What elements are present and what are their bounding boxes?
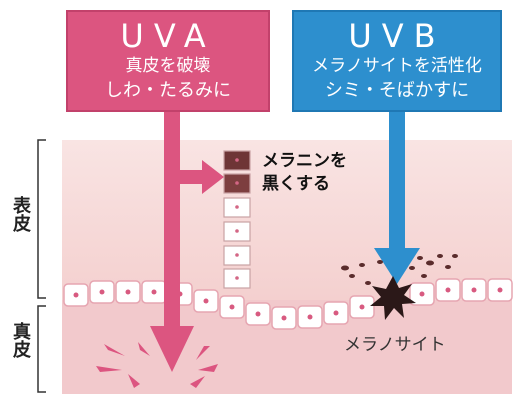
uvb-title: UVB [348,17,446,55]
uvb-arrow-head [374,248,420,284]
melanin-cell-dots [235,158,239,280]
epidermis-text: 表皮 [10,196,31,232]
dermis-label: 真皮 [9,322,31,364]
melanin-particles [341,254,458,285]
uva-branch-shaft [178,170,204,184]
epidermis-label: 表皮 [9,196,31,238]
uvb-arrow-shaft [389,110,405,250]
uva-effect: 真皮を破壊 [125,56,211,76]
uvb-result: シミ・そばかすに [324,80,470,101]
uva-branch-head [202,160,224,194]
layer-brackets [37,139,46,393]
uvb-label-box: UVB メラノサイトを活性化 シミ・そばかすに [292,10,502,112]
dermis-text: 真皮 [10,322,31,358]
epidermis-layer [62,140,512,300]
darken-line-2: 黒くする [262,174,330,194]
melanocyte-label: メラノサイト [344,335,446,355]
darken-melanin-label: メラニンを 黒くする [262,150,347,196]
uva-title: UVA [120,17,216,55]
uva-arrow-shaft [164,110,180,328]
uva-arrow-head [150,326,194,372]
melanocyte-star [370,276,416,320]
uva-label-box: UVA 真皮を破壊 しわ・たるみに [66,10,270,112]
uvb-effect: メラノサイトを活性化 [312,56,482,76]
uva-result: しわ・たるみに [105,80,231,101]
darken-line-1: メラニンを [262,151,347,171]
damage-spikes [96,342,218,388]
